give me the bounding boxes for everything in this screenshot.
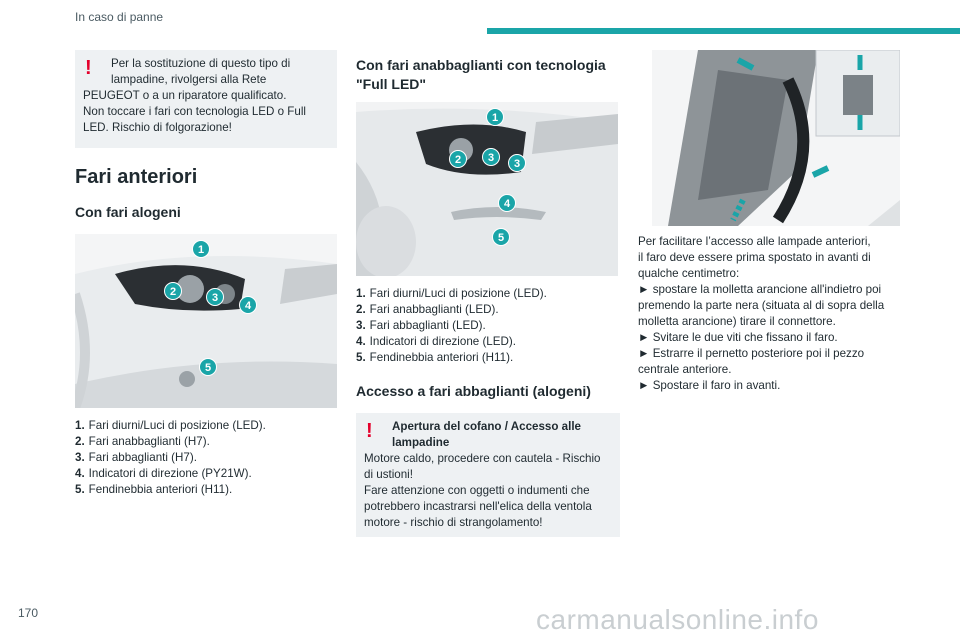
- page-number: 170: [18, 606, 39, 620]
- instruction-line: ► spostare la molletta arancione all'ind…: [638, 283, 882, 296]
- instruction-line: Per facilitare l’accesso alle lampade an…: [638, 235, 871, 248]
- headlight-removal-diagram: [638, 50, 900, 226]
- legend-item: 3.Fari abbaglianti (H7).: [75, 451, 197, 464]
- halogen-headlight-photo: 1 2 3 4 5: [75, 234, 337, 408]
- exclamation-icon: !: [85, 57, 92, 79]
- full-led-headlight-photo: 1 2 3 3 4 5: [356, 102, 618, 276]
- callout-badge: 5: [199, 358, 217, 376]
- warning-line: Motore caldo, procedere con cautela - Ri…: [364, 452, 601, 465]
- exclamation-icon: !: [366, 420, 373, 442]
- warning-box-replacement: ! Per la sostituzione di questo tipo di …: [75, 50, 337, 148]
- header-accent-bar: [487, 28, 960, 34]
- legend-item: 2.Fari anabbaglianti (LED).: [356, 303, 499, 316]
- subsection-title: Con fari anabbaglianti con tecnologia: [356, 57, 606, 73]
- instructions-text: Per facilitare l’accesso alle lampade an…: [638, 234, 900, 394]
- callout-badge: 3: [482, 148, 500, 166]
- subsection-title: Con fari alogeni: [75, 204, 181, 220]
- callout-badge: 3: [206, 288, 224, 306]
- warning-title: Apertura del cofano / Accesso alle: [392, 420, 581, 433]
- callout-badge: 2: [164, 282, 182, 300]
- instruction-line: qualche centimetro:: [638, 267, 740, 280]
- legend-list-full-led: 1.Fari diurni/Luci di posizione (LED). 2…: [356, 286, 620, 366]
- callout-badge: 2: [449, 150, 467, 168]
- legend-item: 4.Indicatori di direzione (PY21W).: [75, 467, 252, 480]
- warning-line: LED. Rischio di folgorazione!: [83, 121, 232, 134]
- legend-list-halogen: 1.Fari diurni/Luci di posizione (LED). 2…: [75, 418, 337, 498]
- access-section-title: Accesso a fari abbaglianti (alogeni): [356, 383, 591, 399]
- instruction-line: centrale anteriore.: [638, 363, 732, 376]
- warning-line: motore - rischio di strangolamento!: [364, 516, 543, 529]
- warning-line: Fare attenzione con oggetti o indumenti …: [364, 484, 590, 497]
- instruction-line: molletta arancione) tirare il connettore…: [638, 315, 836, 328]
- legend-item: 4.Indicatori di direzione (LED).: [356, 335, 516, 348]
- legend-item: 1.Fari diurni/Luci di posizione (LED).: [356, 287, 547, 300]
- column-right: Per facilitare l’accesso alle lampade an…: [638, 50, 900, 394]
- column-middle: Con fari anabbaglianti con tecnologia "F…: [356, 56, 620, 537]
- warning-box-hood: ! Apertura del cofano / Accesso alle lam…: [356, 413, 620, 537]
- warning-line: Per la sostituzione di questo tipo di: [111, 57, 291, 70]
- subsection-title: "Full LED": [356, 76, 427, 92]
- warning-line: Non toccare i fari con tecnologia LED o …: [83, 105, 306, 118]
- header-section-title: In caso di panne: [75, 10, 164, 24]
- warning-line: lampadine, rivolgersi alla Rete: [111, 73, 267, 86]
- callout-badge: 4: [239, 296, 257, 314]
- instruction-line: il faro deve essere prima spostato in av…: [638, 251, 871, 264]
- callout-badge: 3: [508, 154, 526, 172]
- instruction-line: ► Spostare il faro in avanti.: [638, 379, 781, 392]
- callout-badge: 5: [492, 228, 510, 246]
- instruction-line: ► Svitare le due viti che fissano il far…: [638, 331, 838, 344]
- instruction-line: premendo la parte nera (situata al di so…: [638, 299, 885, 312]
- warning-title: lampadine: [392, 436, 450, 449]
- legend-item: 5.Fendinebbia anteriori (H11).: [75, 483, 233, 496]
- legend-item: 2.Fari anabbaglianti (H7).: [75, 435, 210, 448]
- watermark: carmanualsonline.info: [536, 604, 819, 635]
- callout-badge: 1: [486, 108, 504, 126]
- legend-item: 3.Fari abbaglianti (LED).: [356, 319, 486, 332]
- callout-badge: 4: [498, 194, 516, 212]
- warning-line: di ustioni!: [364, 468, 413, 481]
- callout-badge: 1: [192, 240, 210, 258]
- section-title: Fari anteriori: [75, 166, 198, 188]
- legend-item: 1.Fari diurni/Luci di posizione (LED).: [75, 419, 266, 432]
- warning-line: PEUGEOT o a un riparatore qualificato.: [83, 89, 287, 102]
- warning-line: potrebbero incastrarsi nell'elica della …: [364, 500, 592, 513]
- instruction-line: ► Estrarre il pernetto posteriore poi il…: [638, 347, 865, 360]
- column-left: ! Per la sostituzione di questo tipo di …: [75, 50, 337, 498]
- legend-item: 5.Fendinebbia anteriori (H11).: [356, 351, 514, 364]
